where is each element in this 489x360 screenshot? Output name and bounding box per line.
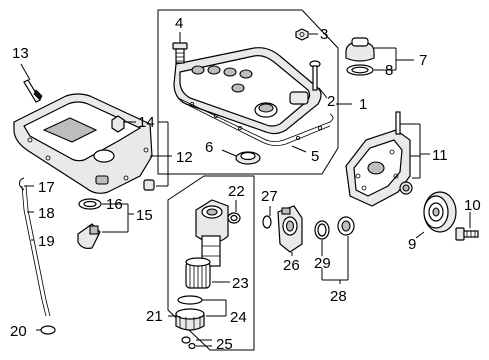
oil-filter-housing bbox=[195, 199, 229, 267]
callout-22: 22 bbox=[228, 183, 245, 200]
seal-ring-6 bbox=[235, 151, 261, 165]
callout-28: 28 bbox=[330, 288, 347, 305]
bolt-4 bbox=[172, 42, 188, 64]
callout-13: 13 bbox=[12, 45, 29, 62]
pulley-bolt-10 bbox=[455, 227, 479, 241]
drain-plug-14 bbox=[111, 115, 125, 133]
oil-level-sensor-15 bbox=[77, 198, 102, 249]
callout-9: 9 bbox=[408, 236, 416, 253]
callout-26: 26 bbox=[283, 257, 300, 274]
filter-element-23 bbox=[185, 257, 211, 289]
plug-bottom bbox=[143, 179, 155, 191]
callout-17: 17 bbox=[38, 179, 55, 196]
o-ring-20 bbox=[40, 325, 56, 335]
callout-29: 29 bbox=[314, 255, 331, 272]
timing-cover bbox=[345, 129, 411, 207]
valve-cover-group-frame bbox=[157, 9, 339, 175]
callout-27: 27 bbox=[261, 188, 278, 205]
valve-cover bbox=[173, 47, 322, 135]
callout-6: 6 bbox=[205, 139, 213, 156]
dipstick-assembly bbox=[19, 177, 51, 317]
oil-filter-group-frame bbox=[167, 175, 255, 351]
callout-11: 11 bbox=[432, 147, 448, 164]
callout-16: 16 bbox=[106, 196, 123, 213]
seal-22 bbox=[227, 212, 241, 224]
dowel-pin bbox=[395, 111, 401, 135]
callout-14: 14 bbox=[138, 114, 155, 131]
crank-pulley-9 bbox=[423, 191, 457, 233]
stud-2 bbox=[309, 60, 321, 91]
seals-25 bbox=[181, 336, 196, 350]
oil-pan-upper bbox=[13, 93, 153, 194]
nut-3 bbox=[295, 28, 309, 41]
callout-24: 24 bbox=[230, 309, 247, 326]
housing-26 bbox=[277, 205, 303, 253]
callout-5: 5 bbox=[311, 148, 319, 165]
callout-7: 7 bbox=[419, 52, 427, 69]
callout-18: 18 bbox=[38, 205, 55, 222]
cap-28 bbox=[337, 216, 355, 236]
callout-10: 10 bbox=[464, 197, 481, 214]
callout-25: 25 bbox=[216, 336, 233, 353]
oil-filler-cap bbox=[345, 37, 375, 76]
callout-20: 20 bbox=[10, 323, 27, 340]
callout-1: 1 bbox=[359, 96, 367, 113]
callout-4: 4 bbox=[175, 15, 183, 32]
callout-19: 19 bbox=[38, 233, 55, 250]
valve-cover-gasket bbox=[177, 97, 334, 142]
seal-27 bbox=[262, 215, 272, 229]
callout-23: 23 bbox=[232, 275, 249, 292]
dipstick-tube-13 bbox=[20, 63, 43, 103]
callout-3: 3 bbox=[320, 26, 328, 43]
filter-cap-24 bbox=[175, 295, 205, 331]
callout-8: 8 bbox=[385, 62, 393, 79]
callout-12: 12 bbox=[176, 149, 193, 166]
callout-2: 2 bbox=[327, 93, 335, 110]
callout-15: 15 bbox=[136, 207, 153, 224]
callout-21: 21 bbox=[146, 308, 163, 325]
